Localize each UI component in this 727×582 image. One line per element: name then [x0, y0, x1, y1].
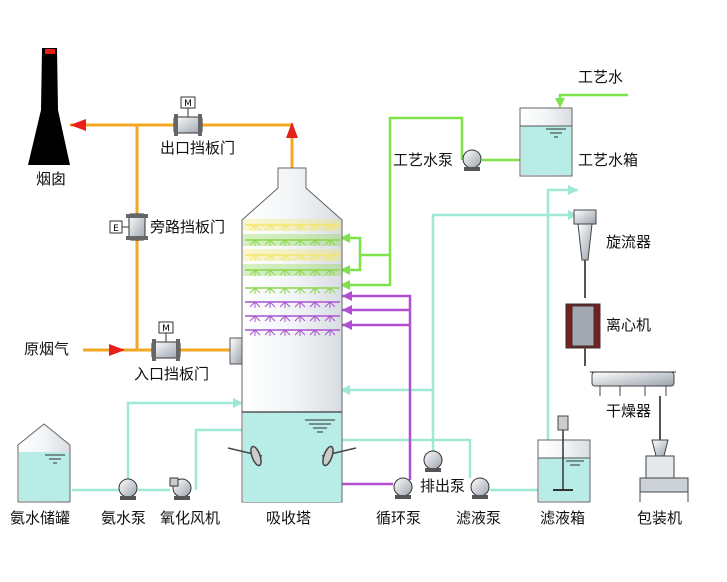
absorber-tower[interactable]: [229, 167, 343, 503]
spray-nozzle: [324, 239, 336, 246]
spray-nozzle: [309, 254, 321, 261]
process-water-tank-label: 工艺水箱: [578, 151, 639, 169]
spray-nozzle: [279, 239, 291, 246]
process-water-pump-label: 工艺水泵: [393, 151, 454, 169]
spray-nozzle: [294, 329, 306, 336]
spray-nozzle: [264, 239, 276, 246]
spray-nozzle: [309, 315, 321, 322]
process-water-pump[interactable]: [462, 149, 482, 171]
filtrate-pump-label: 滤液泵: [456, 509, 502, 527]
spray-nozzle: [324, 329, 336, 336]
filtrate-tank[interactable]: [537, 415, 591, 503]
spray-nozzle: [249, 287, 261, 294]
spray-nozzle: [264, 254, 276, 261]
actuator-m-label: M: [184, 99, 192, 109]
inlet-damper-label: 入口挡板门: [134, 365, 210, 383]
circulation-arrows: [342, 291, 352, 330]
spray-layers: [243, 219, 341, 336]
actuator-bypass-label: E: [113, 224, 119, 234]
bypass-damper-label: 旁路挡板门: [150, 218, 226, 236]
spray-nozzle: [264, 301, 276, 308]
spray-nozzle: [294, 315, 306, 322]
cyclone-label: 旋流器: [606, 233, 652, 251]
spray-nozzle: [249, 224, 261, 231]
spray-nozzle: [249, 254, 261, 261]
spray-nozzle: [264, 269, 276, 276]
circulation-pump-label: 循环泵: [376, 509, 422, 527]
spray-nozzle: [279, 269, 291, 276]
circulation-pump[interactable]: [393, 477, 413, 499]
spray-nozzle: [324, 315, 336, 322]
spray-nozzle: [294, 254, 306, 261]
ammonia-tank-label: 氨水储罐: [10, 509, 71, 527]
centrifuge[interactable]: [565, 303, 601, 366]
filtrate-pump[interactable]: [470, 477, 490, 499]
outlet-damper-label: 出口挡板门: [160, 139, 236, 157]
spray-nozzle: [279, 315, 291, 322]
outlet-damper[interactable]: M: [173, 96, 203, 136]
spray-nozzle: [309, 301, 321, 308]
spray-nozzle: [279, 301, 291, 308]
spray-nozzle: [249, 329, 261, 336]
spray-nozzle: [294, 287, 306, 294]
tower-agitators: [227, 445, 357, 467]
spray-nozzle: [249, 239, 261, 246]
raw-flue-gas-label: 原烟气: [24, 340, 70, 358]
spray-nozzle: [279, 224, 291, 231]
spray-nozzle: [324, 301, 336, 308]
spray-nozzle: [309, 224, 321, 231]
circulation-lines: [342, 294, 412, 486]
packing-machine-label: 包装机: [637, 509, 683, 527]
discharge-pump[interactable]: [423, 450, 443, 472]
process-water-label: 工艺水: [578, 68, 624, 86]
spray-nozzle: [324, 254, 336, 261]
actuator-m-label: M: [162, 324, 170, 334]
flue-arrows: [70, 119, 298, 356]
spray-nozzle: [249, 315, 261, 322]
spray-nozzle: [309, 239, 321, 246]
spray-nozzle: [324, 224, 336, 231]
spray-nozzle: [309, 287, 321, 294]
chimney: [28, 48, 70, 165]
packing-machine[interactable]: [639, 396, 689, 502]
discharge-pump-label: 排出泵: [420, 477, 466, 495]
spray-nozzle: [279, 329, 291, 336]
ammonia-storage-tank[interactable]: [17, 423, 71, 503]
spray-nozzle: [264, 224, 276, 231]
ammonia-pump[interactable]: [118, 478, 138, 500]
spray-nozzle: [294, 269, 306, 276]
oxidation-fan-label: 氧化风机: [160, 509, 221, 527]
chimney-label: 烟囱: [36, 170, 67, 188]
spray-nozzle: [324, 287, 336, 294]
centrifuge-label: 离心机: [606, 316, 652, 334]
spray-nozzle: [294, 224, 306, 231]
spray-nozzle: [279, 287, 291, 294]
oxidation-fan[interactable]: [169, 477, 192, 500]
cyclone[interactable]: [573, 209, 597, 298]
level-indicator: [305, 419, 335, 433]
bypass-damper[interactable]: E: [109, 213, 148, 241]
spray-nozzle: [264, 315, 276, 322]
spray-nozzle: [294, 301, 306, 308]
process-water-tank[interactable]: [519, 107, 573, 177]
dryer-label: 干燥器: [606, 402, 652, 420]
dryer[interactable]: [590, 371, 676, 396]
spray-nozzle: [264, 329, 276, 336]
spray-nozzle: [264, 287, 276, 294]
spray-nozzle: [294, 239, 306, 246]
inlet-damper[interactable]: M: [151, 321, 181, 361]
spray-nozzle: [309, 329, 321, 336]
ammonia-pump-label: 氨水泵: [101, 509, 147, 527]
spray-nozzle: [249, 269, 261, 276]
spray-nozzle: [324, 269, 336, 276]
spray-nozzle: [309, 269, 321, 276]
filtrate-tank-label: 滤液箱: [540, 509, 586, 527]
water-arrows: [340, 98, 565, 290]
spray-nozzle: [279, 254, 291, 261]
absorber-label: 吸收塔: [266, 509, 312, 527]
spray-nozzle: [249, 301, 261, 308]
